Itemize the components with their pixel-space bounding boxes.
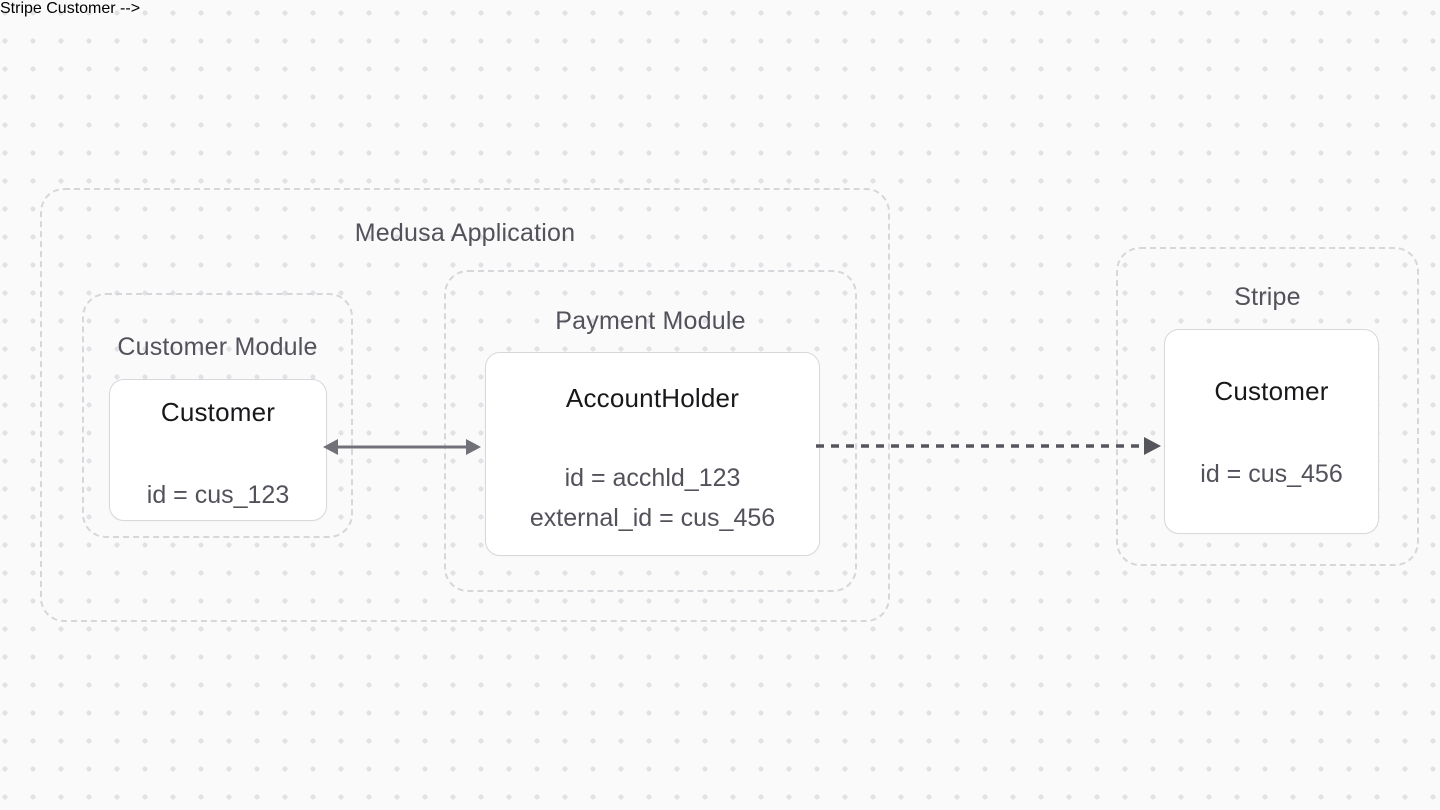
customer-module-label: Customer Module [117,333,318,361]
customer-module-customer-card: Customer id = cus_123 [109,379,327,521]
customer-module-container: Customer Module Customer id = cus_123 [82,293,353,538]
accountholder-card-title: AccountHolder [565,383,740,413]
stripe-label: Stripe [1234,283,1301,311]
customer-card-fields: id = cus_123 [147,480,289,510]
customer-card-title: Customer [160,397,276,427]
payment-module-accountholder-card: AccountHolder id = acchld_123 external_i… [485,352,820,556]
stripe-customer-card-title: Customer [1214,376,1329,406]
stripe-container: Stripe Customer id = cus_456 [1116,247,1419,566]
dashed-arrow-accountholder-stripe-customer [816,437,1161,455]
accountholder-card-field-id: id = acchld_123 [564,464,741,492]
accountholder-card-field-external-id: external_id = cus_456 [529,504,776,532]
medusa-application-label: Medusa Application [354,219,576,247]
medusa-application-container: Medusa Application Customer Module Custo… [40,188,890,622]
payment-module-label: Payment Module [555,307,746,335]
customer-card-field-id: id = cus_123 [146,481,290,509]
stripe-customer-card: Customer id = cus_456 [1164,329,1379,534]
payment-module-container: Payment Module AccountHolder id = acchld… [444,270,857,592]
accountholder-card-fields: id = acchld_123 external_id = cus_456 [530,458,775,538]
bidirectional-arrow-customer-accountholder [323,439,481,455]
stripe-customer-card-fields: id = cus_456 [1200,456,1342,492]
stripe-customer-card-field-id: id = cus_456 [1200,460,1343,488]
